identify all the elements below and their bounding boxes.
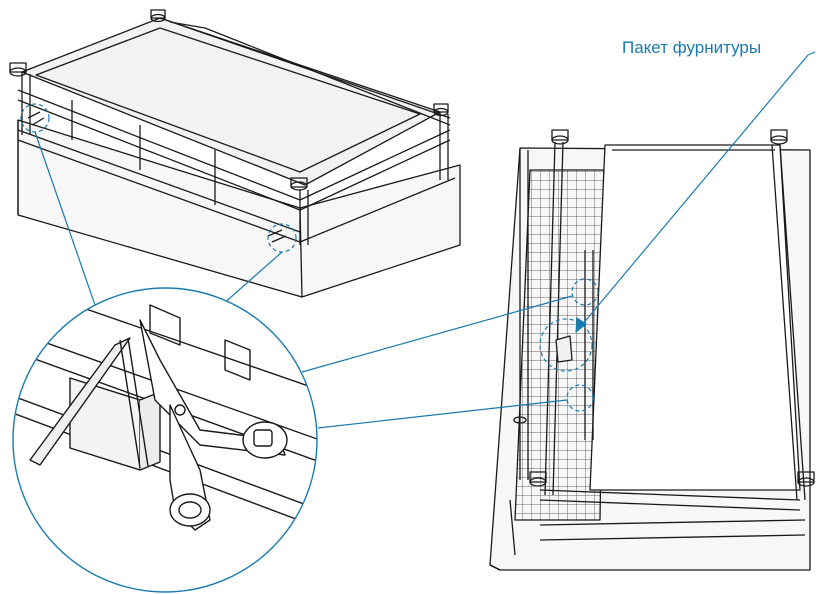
cross-leader-lines [301,295,573,429]
magnifier-detail [12,287,318,593]
opened-box-illustration [489,129,815,571]
callout-leader [575,51,816,334]
magnifier-leader-lines [34,131,283,306]
packed-bed-frame-illustration [9,9,461,298]
hardware-pack-label: Пакет фурнитуры [622,38,762,57]
detail-marker-right-2 [566,384,594,412]
hardware-bag-marker [539,318,593,372]
detail-marker-right-1 [571,278,599,306]
